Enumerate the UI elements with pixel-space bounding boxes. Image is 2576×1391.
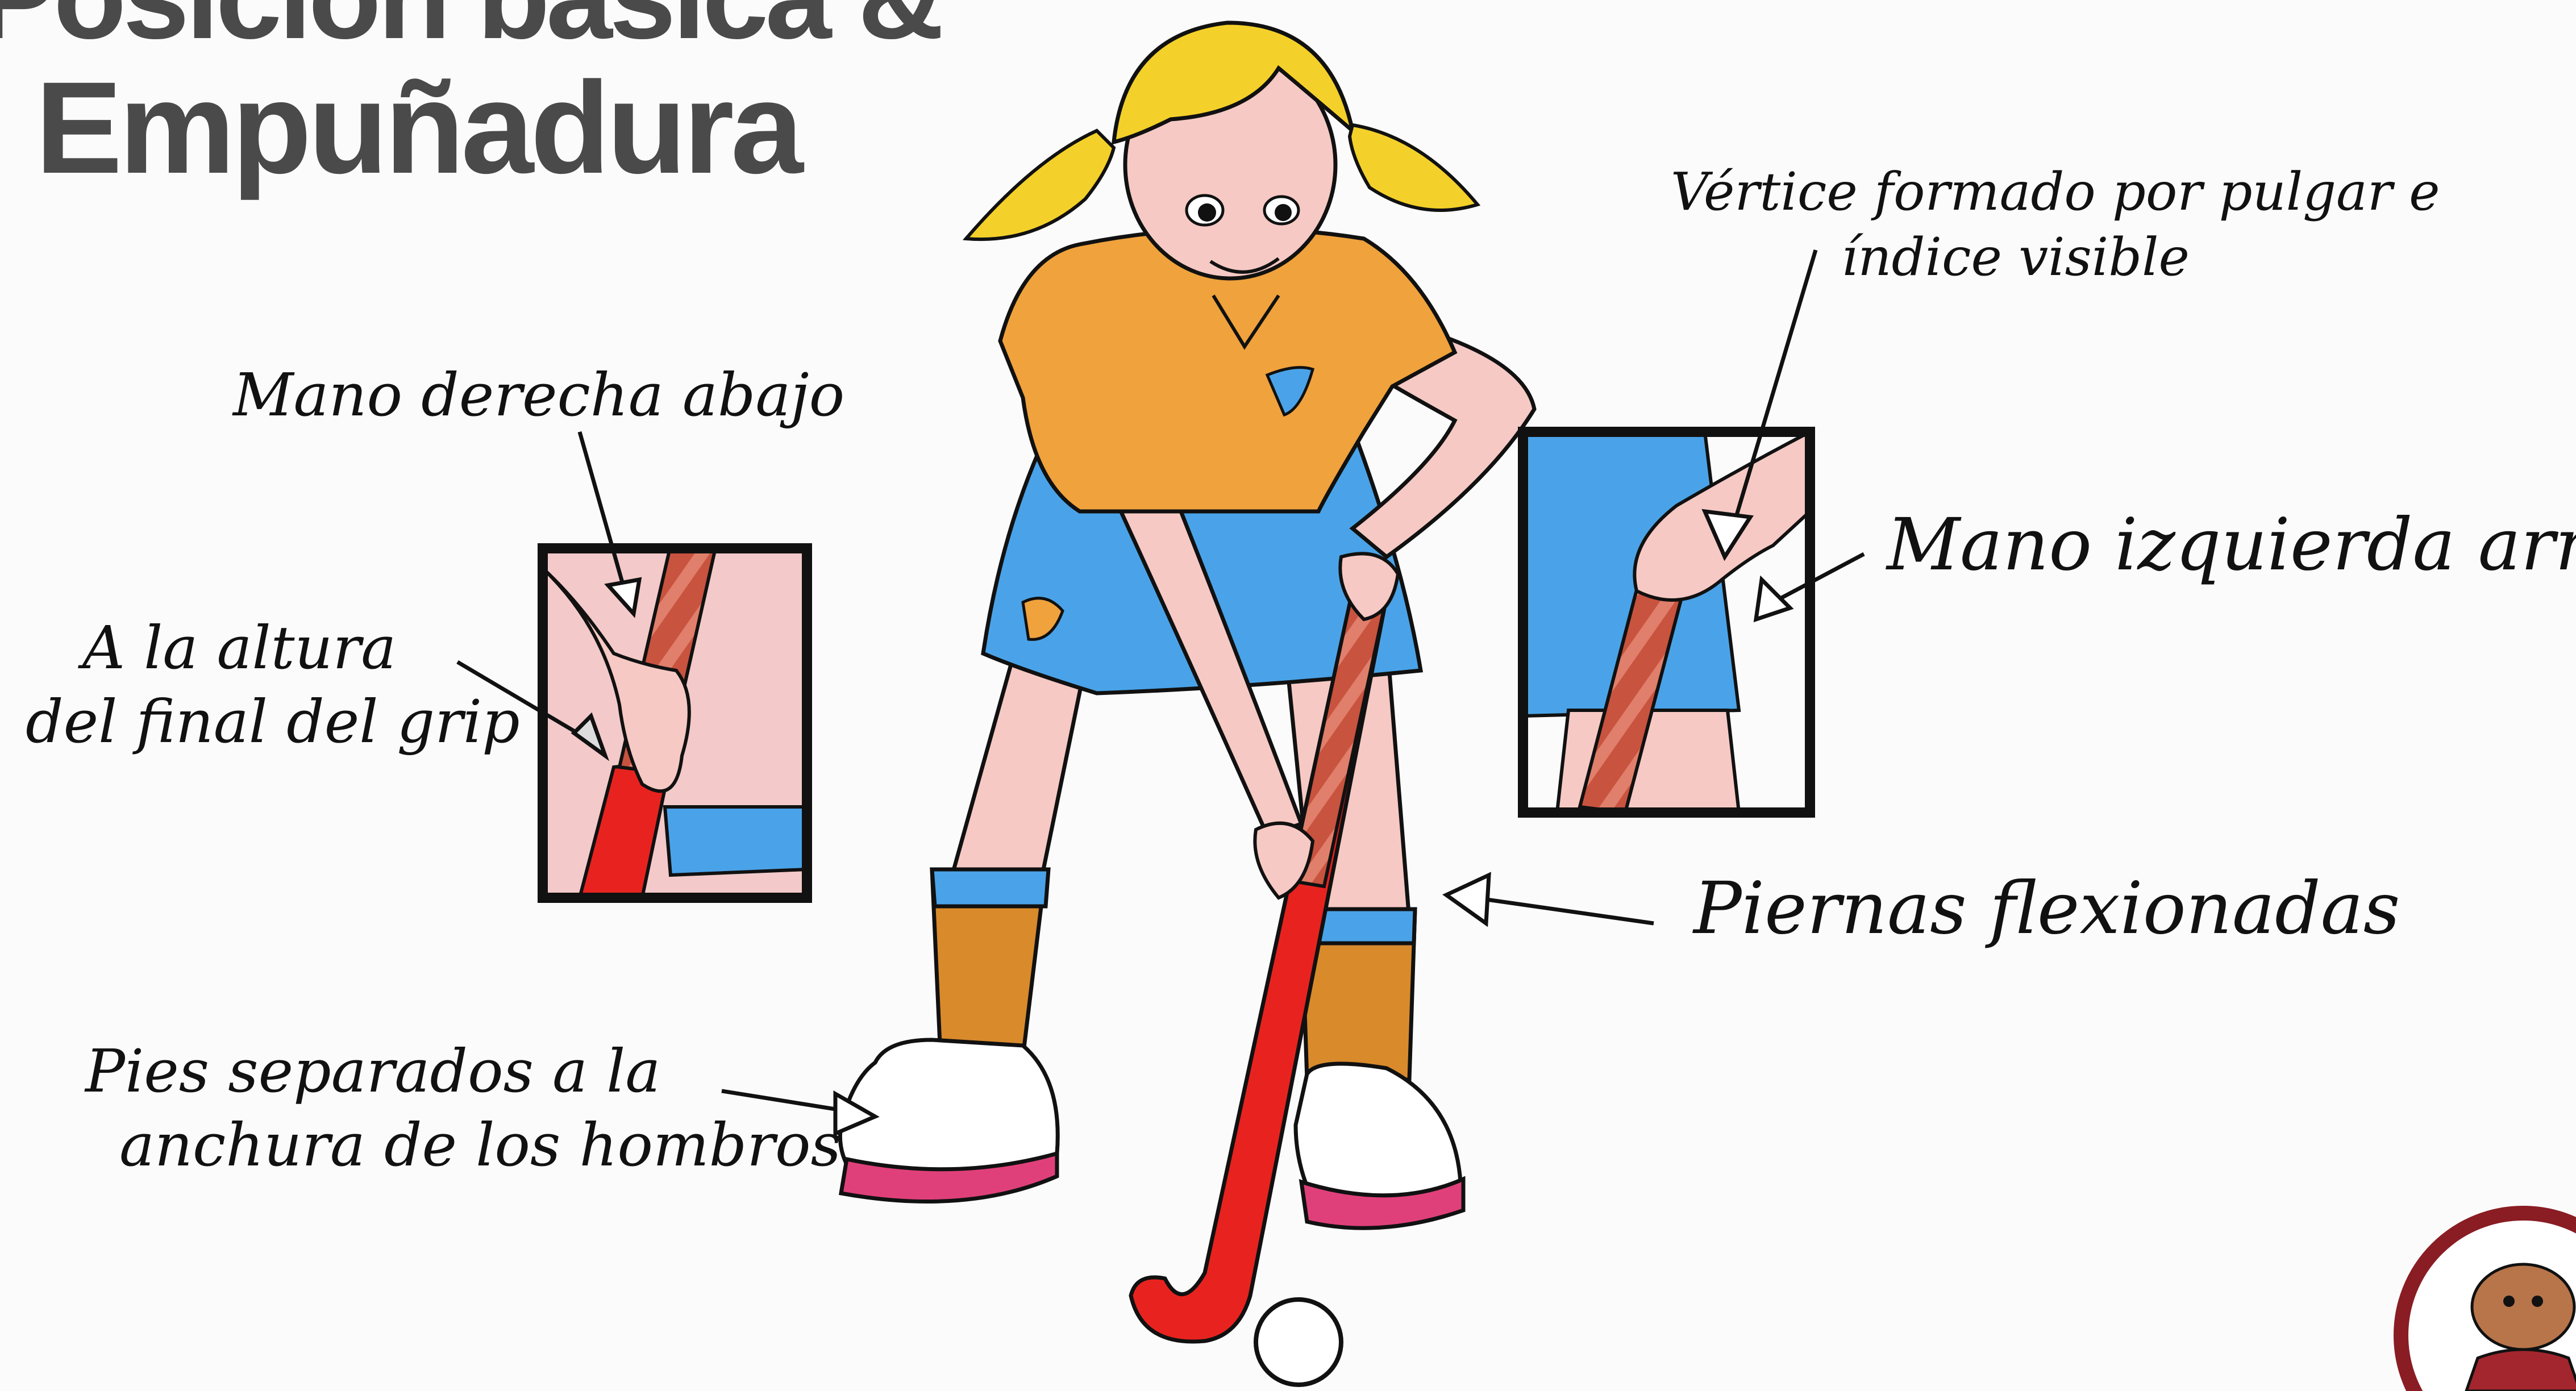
ball xyxy=(1256,1300,1341,1385)
mascot-badge xyxy=(2401,1213,2576,1391)
player-head xyxy=(966,23,1478,278)
label-vertex-line-1: Vértice formado por pulgar e xyxy=(1671,159,2440,224)
label-grip-height: A la altura del final del grip xyxy=(26,611,520,759)
label-grip-height-line-2: del final del grip xyxy=(26,685,520,759)
label-legs: Piernas flexionadas xyxy=(1693,864,2400,953)
label-feet-line-2: anchura de los hombros xyxy=(85,1108,841,1182)
inset-left-hand xyxy=(1523,432,1810,813)
label-grip-height-line-1: A la altura xyxy=(26,611,520,685)
label-right-hand: Mano derecha abajo xyxy=(233,358,844,432)
label-feet: Pies separados a la anchura de los hombr… xyxy=(85,1034,841,1182)
inset-right-hand xyxy=(543,545,807,898)
label-left-hand: Mano izquierda arriba xyxy=(1887,500,2576,590)
label-vertex-line-2: índice visible xyxy=(1671,224,2440,290)
player-shoes xyxy=(840,1040,1463,1228)
label-feet-line-1: Pies separados a la xyxy=(85,1034,841,1108)
label-vertex: Vértice formado por pulgar e índice visi… xyxy=(1671,159,2440,290)
